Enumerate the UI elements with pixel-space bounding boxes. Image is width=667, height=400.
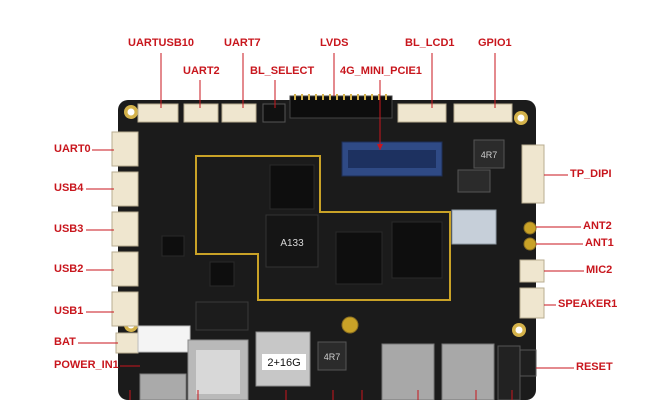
label-bat: BAT <box>54 336 76 348</box>
connector-uart2 <box>183 103 219 123</box>
header-lvds <box>289 95 393 119</box>
leader-lines <box>78 53 584 400</box>
label-usb4: USB4 <box>54 182 84 194</box>
connector-mic2 <box>519 259 545 283</box>
port-ethernet-face <box>196 350 240 394</box>
connector-usb3 <box>111 211 139 247</box>
socket-mini-pcie-slot <box>348 150 436 168</box>
connector-uart0 <box>111 131 139 167</box>
port-usb-a-2 <box>441 343 495 400</box>
label-uart7: UART7 <box>224 37 261 49</box>
label-ant2: ANT2 <box>583 220 612 232</box>
label-gpio1: GPIO1 <box>478 37 512 49</box>
chip-ram-side <box>391 221 443 279</box>
label-bl-select: BL_SELECT <box>250 65 315 77</box>
port-lower-left <box>139 373 187 400</box>
chip-sim-marking: 2+16G <box>267 357 300 369</box>
chip-small-left <box>209 261 235 287</box>
inductor-top <box>473 139 505 169</box>
connector-usb1 <box>111 291 139 327</box>
connector-tp-dipi <box>521 144 545 204</box>
label-bl-lcd1: BL_LCD1 <box>405 37 455 49</box>
mounting-hole-bottom-right-inner <box>515 326 523 334</box>
label-usb2: USB2 <box>54 263 84 275</box>
leader-arrows <box>377 144 383 150</box>
mounting-hole-top-left-inner <box>127 108 135 116</box>
label-lvds: LVDS <box>320 37 349 49</box>
inductor-bottom <box>317 341 347 371</box>
label-uart2: UART2 <box>183 65 220 77</box>
lvds-pins <box>294 94 387 100</box>
inductor-mid <box>457 169 491 193</box>
label-4g-mini-pcie1: 4G_MINI_PCIE1 <box>340 65 422 77</box>
port-audio <box>497 345 521 400</box>
label-mic2: MIC2 <box>586 264 613 276</box>
connector-gpio1 <box>453 103 513 123</box>
label-tp-dipi: TP_DIPI <box>570 168 612 180</box>
label-speaker1: SPEAKER1 <box>558 298 618 310</box>
header-bl-select <box>262 103 286 123</box>
port-usb-a-1 <box>381 343 435 400</box>
inductor-lower-marking: 4R7 <box>324 352 341 362</box>
chip-ram-top <box>269 164 315 210</box>
antenna-ant1 <box>523 237 537 251</box>
gold-trace <box>195 155 451 301</box>
mounting-screw <box>341 316 359 334</box>
label-reset: RESET <box>576 361 613 373</box>
connector-uart7 <box>221 103 257 123</box>
mounting-hole-top-right-inner <box>517 114 525 122</box>
connector-speaker1 <box>519 287 545 319</box>
chip-emmc <box>335 231 383 285</box>
sim-label-bg <box>262 354 306 370</box>
chip-cpu-marking: A133 <box>280 238 304 249</box>
connector-usb4 <box>111 171 139 207</box>
label-power-in1: POWER_IN1 <box>54 359 119 371</box>
inductor-marking: 4R7 <box>481 150 498 160</box>
connector-power-in <box>137 325 191 353</box>
chip-cpu <box>265 214 319 268</box>
chip-small-mid <box>161 235 185 257</box>
chip-shield-module <box>451 209 497 245</box>
connector-usb2 <box>111 251 139 287</box>
label-usb3: USB3 <box>54 223 84 235</box>
label-ant1: ANT1 <box>585 237 614 249</box>
label-uartusb10: UARTUSB10 <box>128 37 195 49</box>
connector-bat <box>115 332 139 354</box>
label-uart0: UART0 <box>54 143 91 155</box>
label-usb1: USB1 <box>54 305 84 317</box>
connector-uartusb10 <box>137 103 179 123</box>
antenna-ant2 <box>523 221 537 235</box>
chip-bottom-row <box>195 301 249 331</box>
connector-bl-lcd1 <box>397 103 447 123</box>
